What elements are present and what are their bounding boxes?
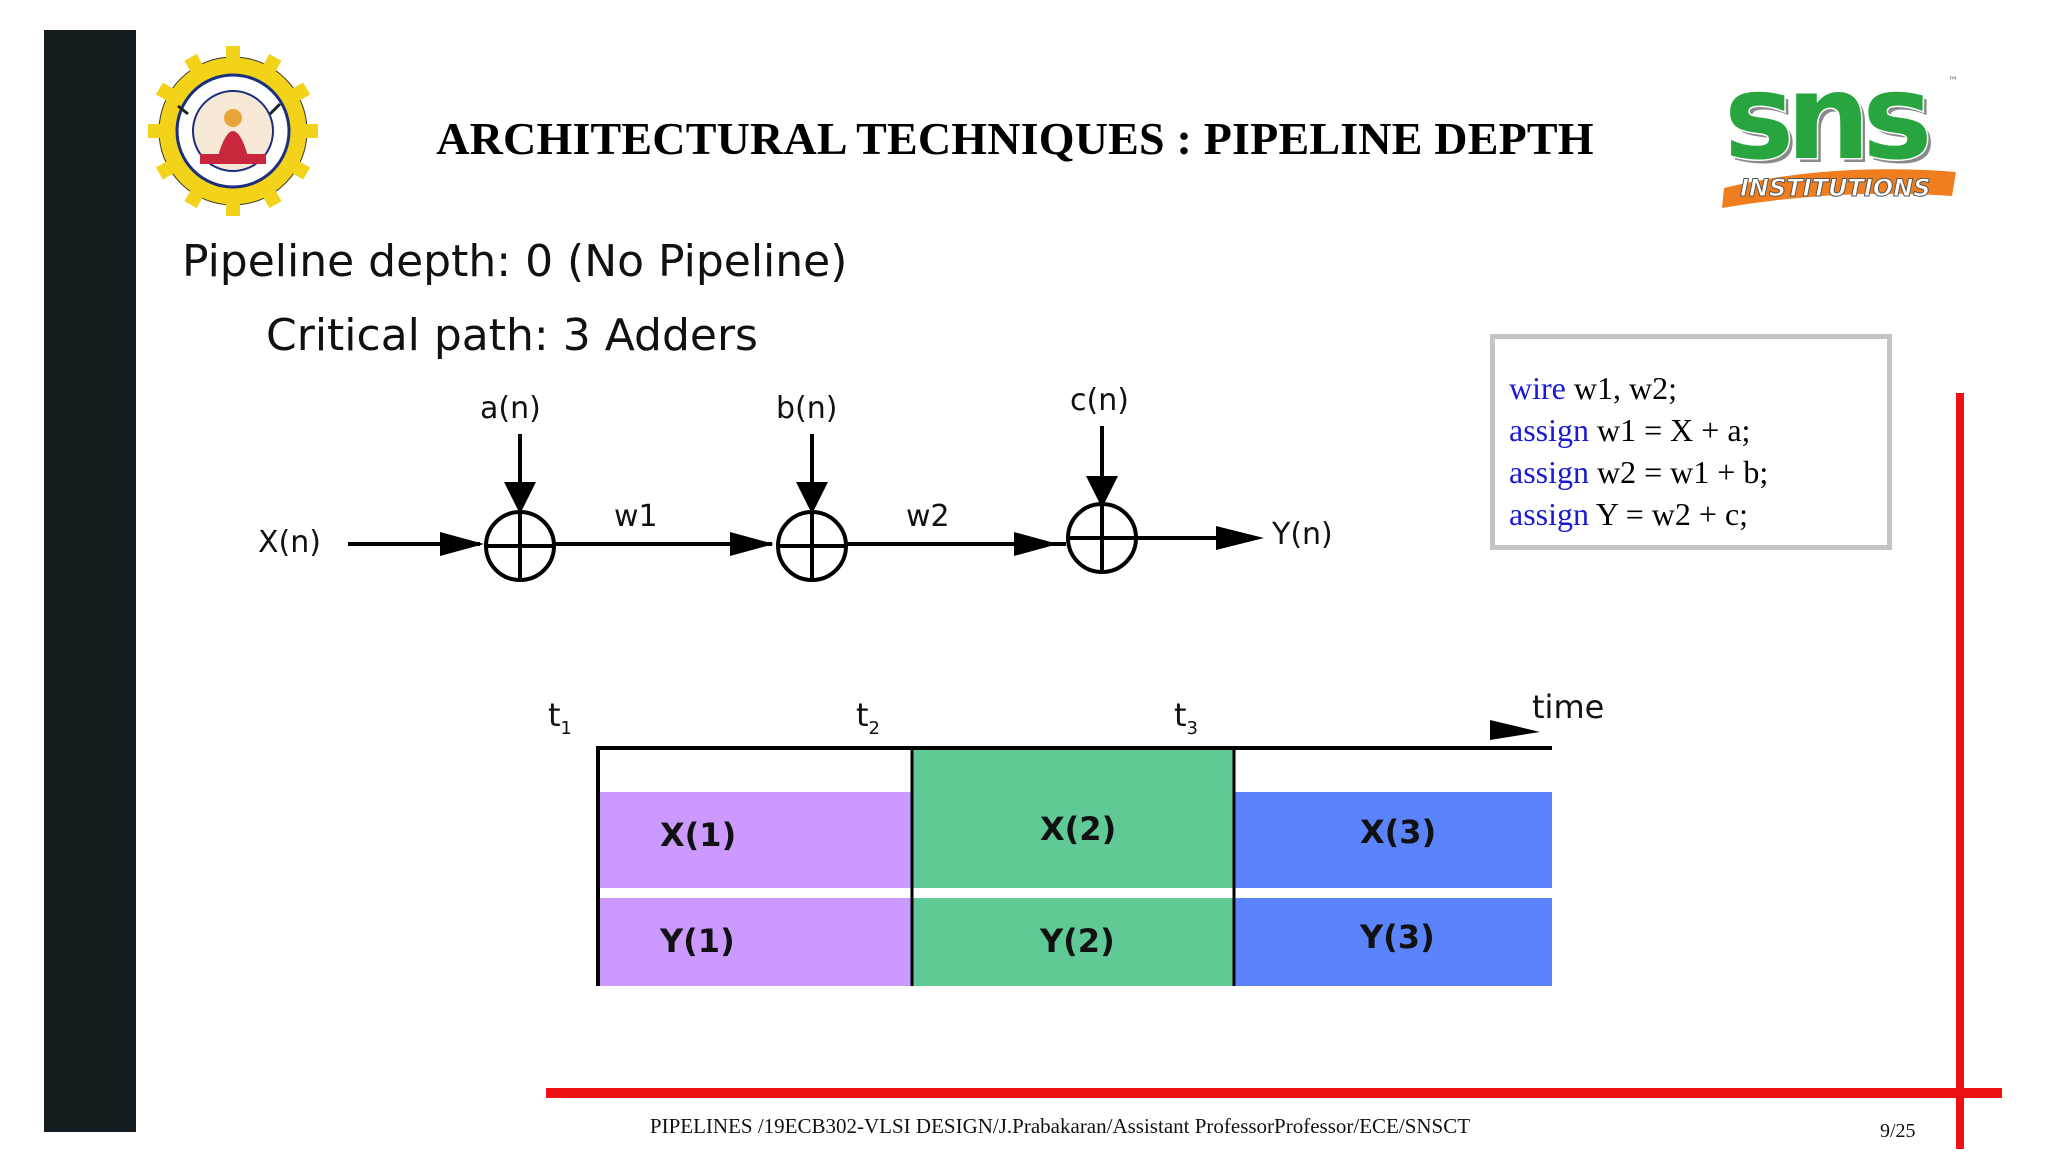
wire-label-w2: w2 [906,499,950,534]
svg-text:™: ™ [1948,76,1958,87]
adder-input-label-a: a(n) [480,391,541,426]
time-arrow-icon [1490,720,1540,740]
tick-label-t2: t2 [856,696,880,739]
code-line: assign w2 = w1 + b; [1509,454,1769,490]
output-label: Y(n) [1271,517,1333,552]
adder-symbol [1066,502,1138,574]
red-horizontal-rule [546,1088,2002,1098]
wire-label-w1: w1 [614,499,658,534]
time-axis-label: time [1532,688,1604,726]
block-label-x2: X(2) [1040,810,1116,848]
tick-label-t3: t3 [1174,696,1198,739]
critical-path-text: Critical path: 3 Adders [266,310,758,361]
timing-block-x3 [1234,792,1552,888]
input-label: X(n) [258,525,321,560]
svg-text:INSTITUTIONS: INSTITUTIONS [1740,174,1931,202]
adder-input-label-c: c(n) [1070,383,1129,418]
timing-block-y2 [912,898,1234,986]
code-line: assign Y = w2 + c; [1509,496,1749,532]
adder-input-label-b: b(n) [776,391,837,426]
slide-title: ARCHITECTURAL TECHNIQUES : PIPELINE DEPT… [436,113,1594,164]
timing-block-y1 [598,898,912,986]
block-label-y1: Y(1) [659,922,735,960]
slide-footer: PIPELINES /19ECB302-VLSI DESIGN/J.Prabak… [649,1114,1471,1138]
adder-symbol [776,510,848,582]
adder-symbol [484,510,556,582]
red-vertical-rule [1956,393,1964,1149]
college-seal-logo [148,46,318,216]
pipeline-depth-text: Pipeline depth: 0 (No Pipeline) [182,236,848,287]
block-label-x1: X(1) [660,816,736,854]
tick-label-t1: t1 [548,696,572,739]
left-side-bar [44,30,136,1132]
code-line: wire w1, w2; [1509,370,1677,406]
code-line: assign w1 = X + a; [1509,412,1751,448]
block-label-x3: X(3) [1360,813,1436,851]
page-number: 9/25 [1880,1120,1916,1142]
adder-chain-diagram: X(n) Y(n) a(n) b(n) c(n) w1 w2 [258,383,1333,582]
verilog-code-box: wire w1, w2; assign w1 = X + a; assign w… [1490,334,1892,550]
sns-institutions-logo: sns sns INSTITUTIONS ™ [1722,62,1958,208]
block-label-y2: Y(2) [1039,922,1115,960]
timing-diagram: t1 t2 t3 time X(1) X(2) X(3) Y(1) Y(2) Y… [548,688,1604,986]
timing-block-y3 [1234,898,1552,986]
svg-text:sns: sns [1728,62,1931,190]
timing-block-x2 [912,750,1234,888]
timing-block-x1 [598,792,912,888]
block-label-y3: Y(3) [1359,918,1435,956]
svg-text:sns: sns [1724,62,1927,186]
